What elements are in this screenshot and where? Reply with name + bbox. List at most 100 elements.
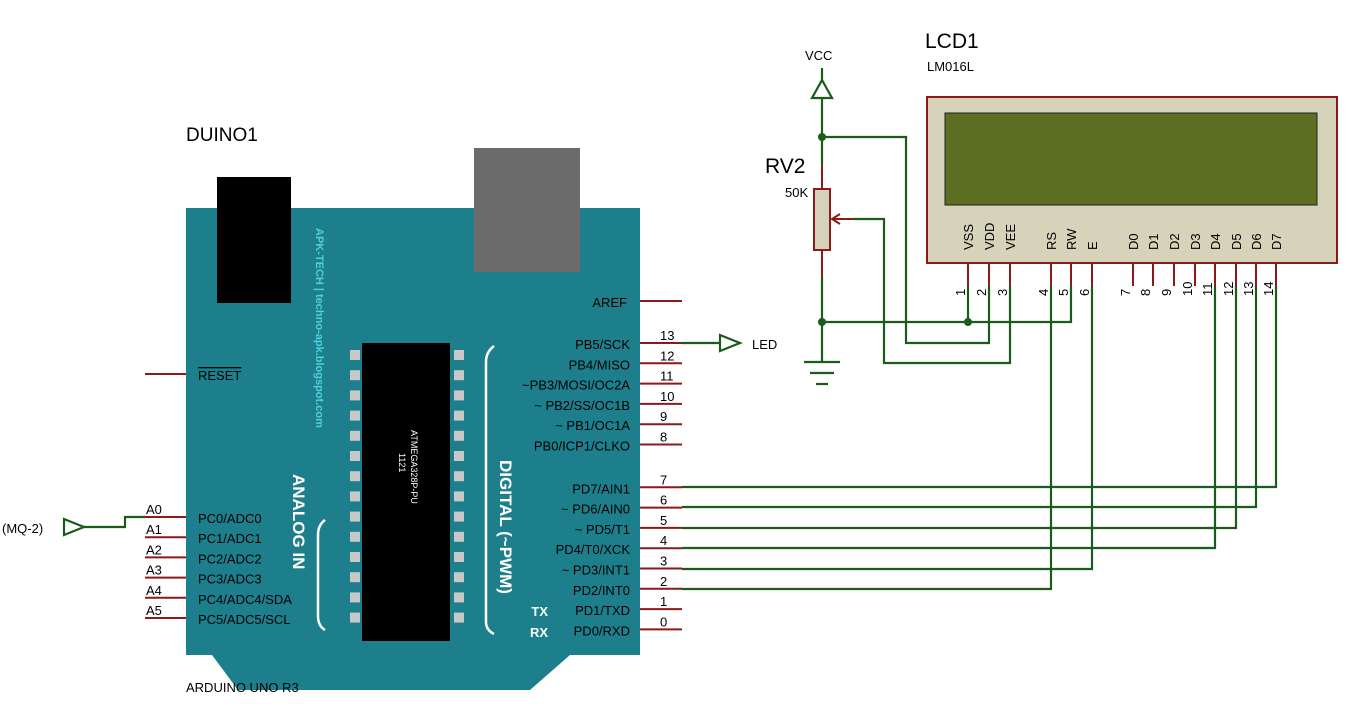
lcd-pin-number: 4 bbox=[1036, 289, 1051, 296]
lcd-pin-name: E bbox=[1085, 241, 1100, 250]
digital-pin-number: 10 bbox=[660, 389, 674, 404]
chip-code: 1121 bbox=[397, 453, 407, 472]
led-terminal bbox=[718, 333, 743, 353]
chip-pin bbox=[454, 531, 464, 542]
wire-d6 bbox=[682, 286, 1258, 509]
digital-pin-number: 1 bbox=[660, 594, 667, 609]
digital-pin-number: 7 bbox=[660, 472, 667, 487]
chip-pin bbox=[350, 612, 360, 623]
chip-pin bbox=[350, 592, 360, 603]
pot-value: 50K bbox=[785, 185, 808, 200]
reset-label: RESET bbox=[198, 368, 241, 383]
chip-pin bbox=[454, 491, 464, 502]
digital-pin-name: PD1/TXD bbox=[575, 603, 630, 618]
analog-pin-name: PC3/ADC3 bbox=[198, 572, 262, 587]
chip-pin bbox=[454, 370, 464, 381]
chip-pin bbox=[454, 451, 464, 461]
chip-pin bbox=[454, 592, 464, 603]
sensor-terminal bbox=[62, 517, 87, 537]
pot-wiper bbox=[830, 213, 854, 225]
digital-pin-number: 3 bbox=[660, 554, 667, 569]
lcd-pin-name: D6 bbox=[1249, 233, 1264, 250]
lcd-pin-number: 8 bbox=[1138, 289, 1153, 296]
lcd-pin-number: 6 bbox=[1077, 289, 1092, 296]
chip-pin bbox=[454, 572, 464, 583]
digital-pin-name: ~PB3/MOSI/OC2A bbox=[522, 378, 630, 393]
analog-pin-number: A0 bbox=[146, 502, 162, 517]
chip-pin bbox=[454, 612, 464, 623]
atmega-chip bbox=[362, 343, 450, 641]
lcd-pin-number: 12 bbox=[1221, 282, 1236, 296]
digital-pin-name: ~ PD3/INT1 bbox=[562, 563, 630, 578]
lcd-pin-name: D2 bbox=[1167, 233, 1182, 250]
digital-pin-name: PD7/AIN1 bbox=[572, 481, 630, 496]
digital-pin-name: ~ PB1/OC1A bbox=[555, 418, 630, 433]
potentiometer[interactable] bbox=[813, 188, 831, 251]
vdd-wire bbox=[822, 135, 991, 345]
digital-pin-name: PD4/T0/XCK bbox=[556, 542, 631, 557]
chip-pin bbox=[350, 531, 360, 542]
chip-pin bbox=[350, 471, 360, 482]
wire-rs bbox=[682, 286, 1053, 591]
digital-pin-number: 5 bbox=[660, 513, 667, 528]
analog-pin-name: PC4/ADC4/SDA bbox=[198, 592, 292, 607]
pot-ref: RV2 bbox=[765, 155, 805, 178]
analog-pin-name: PC5/ADC5/SCL bbox=[198, 612, 290, 627]
analog-pin-number: A4 bbox=[146, 583, 162, 598]
arduino-ref: DUINO1 bbox=[186, 125, 258, 146]
analog-pin-number: A2 bbox=[146, 542, 162, 557]
lcd-pin-name: D7 bbox=[1269, 233, 1284, 250]
aref-label: AREF bbox=[592, 295, 627, 310]
junction-dot bbox=[818, 318, 826, 326]
led-label: LED bbox=[752, 337, 777, 352]
sensor-label: (MQ-2) bbox=[2, 521, 43, 536]
lcd-pin-name: RS bbox=[1044, 232, 1059, 250]
digital-pin-name: ~ PB2/SS/OC1B bbox=[534, 398, 630, 413]
chip-part: ATMEGA328P-PU bbox=[409, 430, 419, 504]
digital-pin-number: 8 bbox=[660, 430, 667, 445]
digital-pin-number: 13 bbox=[660, 328, 674, 343]
arduino-board[interactable] bbox=[186, 148, 640, 690]
chip-pin bbox=[454, 350, 464, 360]
analog-pin-number: A1 bbox=[146, 522, 162, 537]
wire-e bbox=[682, 286, 1094, 571]
chip-pin bbox=[350, 572, 360, 583]
lcd-pin-number: 2 bbox=[974, 289, 989, 296]
chip-pin bbox=[350, 491, 360, 502]
wire-d5 bbox=[682, 286, 1238, 530]
analog-pin-number: A5 bbox=[146, 603, 162, 618]
chip-pin bbox=[350, 410, 360, 421]
analog-pin-name: PC0/ADC0 bbox=[198, 511, 262, 526]
lcd-pin-name: RW bbox=[1064, 228, 1079, 250]
digital-pin-number: 9 bbox=[660, 409, 667, 424]
rx-label: RX bbox=[530, 625, 548, 640]
vcc-label: VCC bbox=[805, 48, 832, 63]
arduino-model: ARDUINO UNO R3 bbox=[186, 680, 299, 695]
tx-label: TX bbox=[531, 604, 548, 619]
lcd-pin-number: 10 bbox=[1180, 282, 1195, 296]
lcd-pin-name: VEE bbox=[1003, 224, 1018, 250]
vcc-symbol bbox=[810, 68, 834, 100]
wire-d4 bbox=[682, 286, 1217, 550]
ground-symbol bbox=[804, 360, 840, 386]
lcd-pin-name: D3 bbox=[1188, 233, 1203, 250]
chip-pin bbox=[350, 390, 360, 401]
lcd-pin-number: 9 bbox=[1159, 289, 1174, 296]
chip-pin bbox=[454, 410, 464, 421]
digital-pin-name: PD0/RXD bbox=[574, 623, 630, 638]
digital-pin-name: PB5/SCK bbox=[575, 337, 630, 352]
digital-pin-name: ~ PD6/AIN0 bbox=[561, 502, 630, 517]
chip-pin bbox=[350, 370, 360, 381]
analog-pin-name: PC1/ADC1 bbox=[198, 531, 262, 546]
digital-pin-number: 4 bbox=[660, 533, 667, 548]
lcd-module[interactable] bbox=[926, 96, 1338, 264]
digital-pin-name: PB0/ICP1/CLKO bbox=[534, 439, 630, 454]
digital-pin-name: ~ PD5/T1 bbox=[575, 522, 630, 537]
lcd-pin-name: D4 bbox=[1208, 233, 1223, 250]
lcd-pin-name: VDD bbox=[982, 223, 997, 250]
analog-pin-name: PC2/ADC2 bbox=[198, 551, 262, 566]
chip-pin bbox=[454, 471, 464, 482]
chip-pin bbox=[454, 430, 464, 441]
analog-pins: A0PC0/ADC0A1PC1/ADC1A2PC2/ADC2A3PC3/ADC3… bbox=[145, 502, 292, 627]
power-jack bbox=[217, 177, 291, 303]
